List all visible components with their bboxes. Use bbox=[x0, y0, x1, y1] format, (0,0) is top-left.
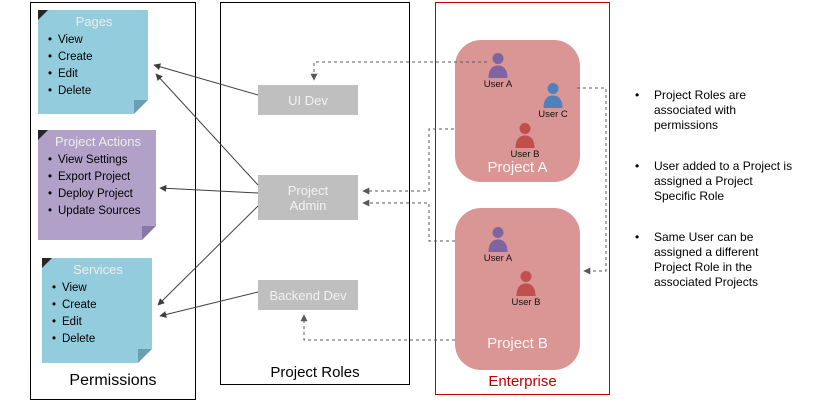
note-project-actions: Project Actions View Settings Export Pro… bbox=[38, 130, 156, 240]
note-item: Create bbox=[52, 297, 146, 314]
user-label: User C bbox=[538, 109, 568, 120]
user-icon bbox=[488, 53, 508, 78]
enterprise-panel bbox=[435, 2, 610, 395]
note-fold-cut bbox=[142, 226, 156, 240]
user-icon bbox=[515, 123, 535, 148]
note-item: Edit bbox=[52, 314, 146, 331]
user-icon bbox=[543, 83, 563, 108]
enterprise-label: Enterprise bbox=[488, 373, 557, 390]
note-item: Delete bbox=[52, 331, 146, 348]
permissions-panel bbox=[30, 2, 196, 400]
note-item: View bbox=[52, 280, 146, 297]
note-item: Edit bbox=[48, 66, 142, 83]
side-notes-list: Project Roles are associated with permis… bbox=[632, 88, 812, 290]
note-fold-cut bbox=[134, 100, 148, 114]
project-roles-panel bbox=[220, 2, 410, 385]
note-item: Update Sources bbox=[48, 203, 150, 220]
note-services: Services View Create Edit Delete bbox=[42, 258, 152, 363]
note-item-list: View Create Edit Delete bbox=[46, 32, 142, 100]
role-label: Backend Dev bbox=[269, 287, 347, 303]
note-item: Export Project bbox=[48, 169, 150, 186]
role-label: UI Dev bbox=[288, 92, 328, 108]
user-b-project-a: User B bbox=[501, 122, 549, 160]
role-box-project-admin: Project Admin bbox=[258, 175, 358, 220]
project-b-box: User A User B Project B bbox=[455, 208, 580, 370]
project-a-box: User A User C User B Project A bbox=[455, 40, 580, 182]
role-box-backend-dev: Backend Dev bbox=[258, 280, 358, 310]
note-fold-cut bbox=[138, 349, 152, 363]
user-b-project-b: User B bbox=[502, 270, 550, 308]
user-label: User A bbox=[483, 253, 513, 264]
side-note-bullet: Project Roles are associated with permis… bbox=[632, 88, 796, 133]
note-item: Deploy Project bbox=[48, 186, 150, 203]
note-item: Create bbox=[48, 49, 142, 66]
project-roles-label: Project Roles bbox=[270, 364, 360, 381]
note-title: Project Actions bbox=[55, 134, 141, 149]
note-item: View bbox=[48, 32, 142, 49]
note-title: Pages bbox=[75, 14, 113, 29]
user-a-project-a: User A bbox=[474, 52, 522, 90]
permissions-label: Permissions bbox=[69, 372, 157, 389]
side-note-bullet: User added to a Project is assigned a Pr… bbox=[632, 159, 796, 204]
note-item-list: View Create Edit Delete bbox=[50, 280, 146, 348]
note-pin-triangle-icon bbox=[38, 130, 48, 140]
user-label: User B bbox=[510, 149, 540, 160]
note-item: Delete bbox=[48, 83, 142, 100]
note-pin-triangle-icon bbox=[38, 10, 48, 20]
project-name: Project B bbox=[487, 335, 548, 352]
role-label: Project Admin bbox=[287, 182, 329, 213]
user-label: User B bbox=[511, 297, 541, 308]
role-box-ui-dev: UI Dev bbox=[258, 85, 358, 115]
user-icon bbox=[488, 227, 508, 252]
note-title: Services bbox=[73, 262, 123, 277]
note-pin-triangle-icon bbox=[42, 258, 52, 268]
side-notes: Project Roles are associated with permis… bbox=[632, 88, 812, 316]
user-c-project-a: User C bbox=[529, 82, 577, 120]
side-note-bullet: Same User can be assigned a different Pr… bbox=[632, 230, 796, 290]
user-icon bbox=[516, 271, 536, 296]
note-item-list: View Settings Export Project Deploy Proj… bbox=[46, 152, 150, 220]
user-label: User A bbox=[483, 79, 513, 90]
project-name: Project A bbox=[487, 159, 548, 176]
note-pages: Pages View Create Edit Delete bbox=[38, 10, 148, 114]
user-a-project-b: User A bbox=[474, 226, 522, 264]
note-item: View Settings bbox=[48, 152, 150, 169]
